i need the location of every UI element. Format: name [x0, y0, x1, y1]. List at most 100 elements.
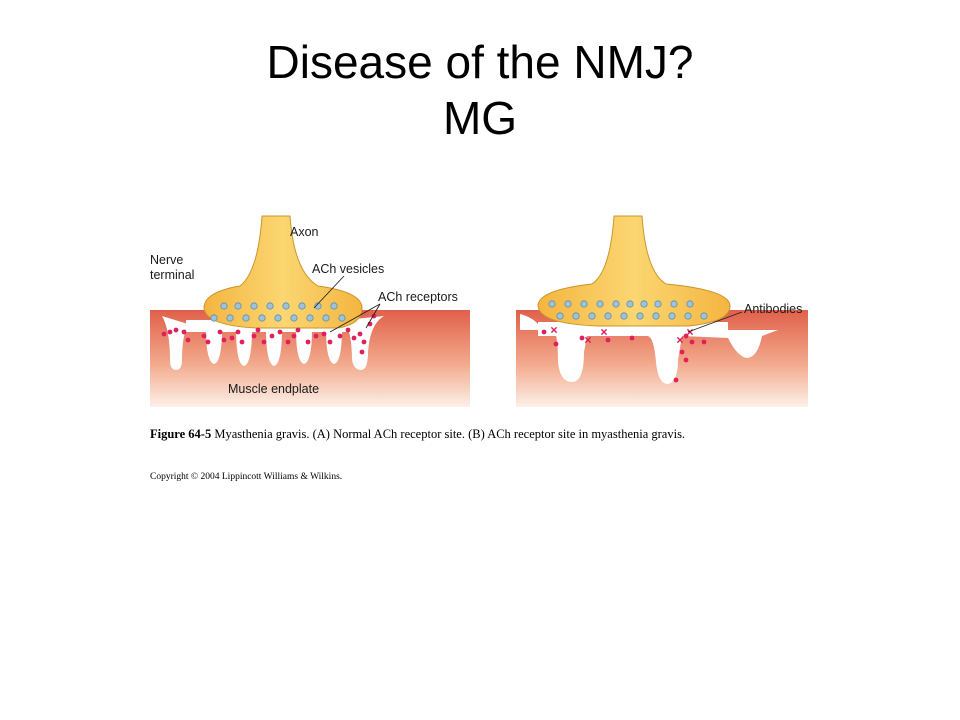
ach-receptor — [351, 335, 357, 341]
ach-receptor — [673, 377, 679, 383]
ach-receptor — [185, 337, 191, 343]
panel-mg — [516, 215, 808, 407]
ach-receptor — [701, 339, 707, 345]
antibodies-mg — [550, 326, 694, 344]
title-line-2: MG — [442, 92, 518, 144]
ach-vesicle — [322, 314, 330, 322]
copyright-notice: Copyright © 2004 Lippincott Williams & W… — [150, 472, 343, 482]
ach-vesicle — [588, 312, 596, 320]
ach-vesicle — [314, 302, 322, 310]
ach-receptor — [683, 333, 689, 339]
ach-receptor — [689, 339, 695, 345]
ach-receptor — [285, 339, 291, 345]
ach-receptor — [357, 331, 363, 337]
ach-receptor — [305, 339, 311, 345]
ach-vesicle — [686, 300, 694, 308]
fold — [206, 328, 222, 364]
label-nerve-terminal-2: terminal — [150, 268, 194, 282]
ach-receptor — [541, 329, 547, 335]
ach-vesicle — [266, 302, 274, 310]
label-muscle-endplate: Muscle endplate — [228, 382, 319, 396]
ach-vesicle — [298, 302, 306, 310]
label-nerve-terminal-1: Nerve — [150, 253, 183, 267]
leader-ach-vesicles — [313, 275, 345, 309]
ach-receptor — [679, 349, 685, 355]
ach-vesicle — [548, 300, 556, 308]
leader-antibodies — [687, 311, 743, 333]
ach-vesicle — [258, 314, 266, 322]
fold — [266, 328, 282, 366]
ach-receptor — [205, 339, 211, 345]
ach-vesicle — [636, 312, 644, 320]
antibody-mark — [676, 336, 684, 344]
ach-receptor — [629, 335, 635, 341]
ach-receptor — [361, 339, 367, 345]
ach-receptor — [683, 357, 689, 363]
label-ach-receptors: ACh receptors — [378, 290, 458, 304]
ach-vesicle — [670, 300, 678, 308]
fold — [296, 328, 312, 364]
ach-vesicle — [684, 312, 692, 320]
antibody-mark — [600, 328, 608, 336]
ach-vesicle — [290, 314, 298, 322]
ach-receptor — [327, 339, 333, 345]
ach-vesicle — [620, 312, 628, 320]
ach-vesicle — [564, 300, 572, 308]
ach-receptor — [161, 331, 167, 337]
ach-receptor — [239, 339, 245, 345]
ach-receptor — [553, 341, 559, 347]
ach-vesicle — [220, 302, 228, 310]
ach-vesicle — [274, 314, 282, 322]
ach-vesicle — [626, 300, 634, 308]
ach-vesicles-mg — [548, 300, 708, 320]
ach-vesicle — [234, 302, 242, 310]
panel-normal — [150, 215, 470, 407]
ach-vesicle — [338, 314, 346, 322]
ach-receptor — [359, 349, 365, 355]
ach-vesicle — [612, 300, 620, 308]
ach-vesicle — [330, 302, 338, 310]
slide-title: Disease of the NMJ? MG — [0, 34, 960, 146]
ach-receptor — [291, 333, 297, 339]
ach-receptors-mg — [541, 329, 707, 383]
ach-vesicles-normal — [210, 302, 346, 322]
ach-receptor — [201, 333, 207, 339]
ach-vesicle — [556, 312, 564, 320]
ach-receptor — [255, 327, 261, 333]
ach-vesicle — [604, 312, 612, 320]
ach-receptor — [167, 329, 173, 335]
leader-ach-receptors-2 — [365, 303, 381, 329]
ach-vesicle — [596, 300, 604, 308]
figure-caption: Figure 64-5 Myasthenia gravis. (A) Norma… — [150, 427, 685, 442]
title-line-1: Disease of the NMJ? — [266, 36, 694, 88]
ach-vesicle — [250, 302, 258, 310]
ach-receptor — [235, 329, 241, 335]
ach-receptor — [579, 335, 585, 341]
ach-receptor — [345, 327, 351, 333]
leader-lines — [313, 275, 743, 333]
ach-receptor — [269, 333, 275, 339]
nmj-diagram: Axon Nerve terminal ACh vesicles ACh rec… — [150, 215, 808, 407]
ach-receptor — [321, 331, 327, 337]
ach-receptor — [181, 329, 187, 335]
ach-vesicle — [210, 314, 218, 322]
figure-caption-text: Myasthenia gravis. (A) Normal ACh recept… — [211, 427, 686, 441]
ach-receptor — [277, 329, 283, 335]
antibody-mark — [550, 326, 558, 334]
fold — [236, 328, 252, 366]
ach-receptor — [337, 333, 343, 339]
nerve-terminal-mg — [537, 215, 731, 327]
ach-receptor — [221, 337, 227, 343]
ach-receptor — [261, 339, 267, 345]
ach-receptor — [229, 335, 235, 341]
ach-receptor — [251, 333, 257, 339]
ach-receptor — [217, 329, 223, 335]
ach-vesicle — [226, 314, 234, 322]
ach-receptor — [295, 327, 301, 333]
fold — [162, 316, 188, 370]
ach-vesicle — [700, 312, 708, 320]
ach-vesicle — [640, 300, 648, 308]
leader-ach-receptors — [329, 303, 381, 333]
ach-vesicle — [572, 312, 580, 320]
ach-receptor — [605, 337, 611, 343]
